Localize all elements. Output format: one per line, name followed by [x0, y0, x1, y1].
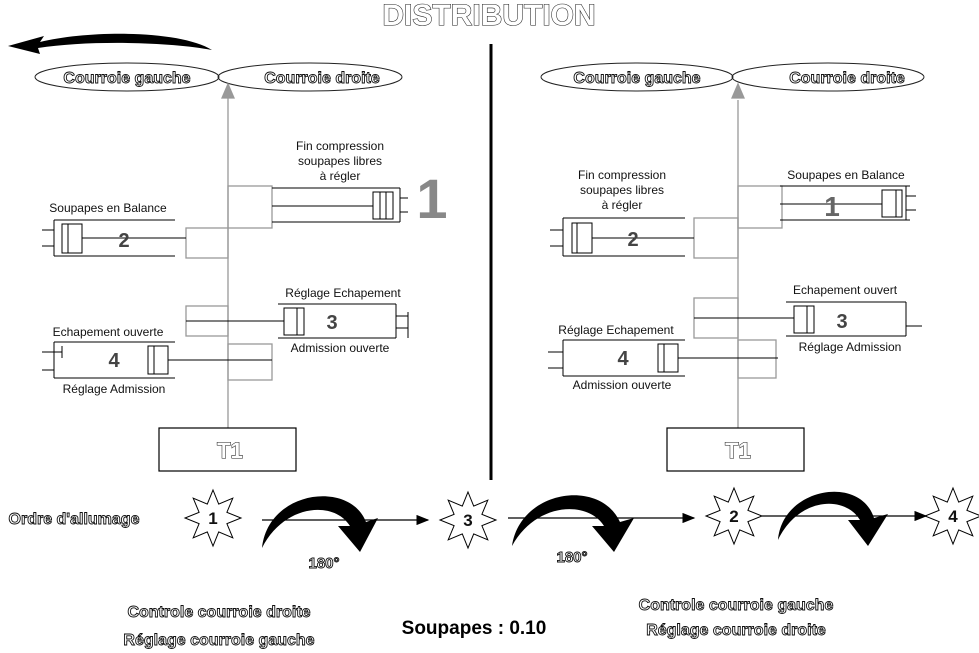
crankshaft-line	[185, 82, 273, 428]
cyl3-label-top: Réglage Echapement	[285, 286, 401, 300]
cyl3-number: 3	[326, 312, 337, 334]
cyl1-label-line2: soupapes libres	[298, 154, 382, 168]
firing-number-1: 1	[208, 509, 217, 528]
cyl4-number: 4	[108, 350, 120, 372]
note-left-2: Réglage courroie gauche	[123, 632, 314, 649]
belt-left-ellipse	[34, 62, 220, 92]
valve-clearance: Soupapes : 0.10	[402, 618, 547, 639]
cyl3-label-bottom: Admission ouverte	[291, 341, 390, 355]
rotation-arrow-icon	[262, 496, 378, 552]
crank-box	[666, 427, 805, 472]
belt-right-label: Courroie droite	[264, 70, 380, 87]
cyl4-label-top: Echapement ouverte	[53, 325, 164, 339]
note-right-1: Controle courroie gauche	[639, 597, 834, 614]
firing-number-3: 3	[463, 511, 472, 530]
cylinder-3	[186, 303, 409, 339]
rotation-arrow-icon	[778, 491, 888, 546]
cyl2-label-line1: Fin compression	[578, 168, 666, 182]
crank-label: T1	[725, 438, 751, 463]
cyl1-label-line3: à régler	[320, 169, 361, 183]
crank-label: T1	[217, 438, 243, 463]
rotation-label-1: 180°	[308, 555, 339, 572]
cyl1-number: 1	[824, 191, 840, 222]
cyl3-number: 3	[836, 311, 847, 333]
cyl2-label: Soupapes en Balance	[49, 201, 167, 215]
belt-left-label: Courroie gauche	[573, 70, 700, 87]
cylinder-2	[42, 219, 186, 257]
rotation-arrow-icon	[8, 33, 212, 54]
firing-sequence: 1 3 2 4	[183, 486, 979, 550]
rotation-label-2: 180°	[556, 549, 587, 566]
firing-order-label: Ordre d'allumage	[9, 511, 140, 528]
firing-star-2	[704, 486, 764, 546]
firing-star-1	[183, 488, 243, 548]
page-title: DISTRIBUTION	[382, 0, 595, 32]
cylinder-4	[42, 341, 272, 379]
cylinder-3	[694, 301, 922, 337]
crankshaft-line	[693, 82, 783, 428]
cyl1-label-line1: Fin compression	[296, 139, 384, 153]
cyl2-label-line3: à régler	[602, 198, 643, 212]
panel-left: Courroie gauche Courroie droite 1 Fin co…	[34, 62, 448, 472]
cyl3-label-bottom: Réglage Admission	[799, 340, 902, 354]
panel-right: Courroie gauche Courroie droite 1 Soupap…	[540, 62, 925, 472]
belt-left-label: Courroie gauche	[63, 70, 190, 87]
crank-box	[158, 427, 297, 472]
cyl2-label-line2: soupapes libres	[580, 183, 664, 197]
belt-left-ellipse	[540, 62, 734, 92]
cyl4-label-bottom: Réglage Admission	[63, 382, 166, 396]
note-left-1: Controle courroie droite	[127, 604, 310, 621]
cylinder-4	[548, 339, 778, 377]
cylinder-2	[550, 217, 694, 257]
firing-number-2: 2	[729, 507, 738, 526]
cyl2-number: 2	[627, 229, 638, 251]
cyl1-number: 1	[416, 167, 447, 230]
cyl2-number: 2	[118, 230, 129, 252]
belt-right-ellipse	[731, 62, 925, 92]
note-right-2: Réglage courroie droite	[646, 622, 826, 639]
cyl4-label-top: Réglage Echapement	[558, 323, 674, 337]
cyl3-label-top: Echapement ouvert	[793, 283, 898, 297]
firing-star-3	[438, 490, 498, 550]
firing-number-4: 4	[948, 507, 958, 526]
belt-right-label: Courroie droite	[789, 70, 905, 87]
cyl1-label: Soupapes en Balance	[787, 168, 905, 182]
cylinder-1	[780, 185, 916, 221]
firing-star-4	[923, 486, 979, 546]
rotation-arrow-icon	[512, 495, 634, 552]
cylinder-1	[272, 187, 408, 223]
cyl4-label-bottom: Admission ouverte	[573, 378, 672, 392]
cyl4-number: 4	[617, 348, 629, 370]
belt-right-ellipse	[217, 62, 403, 92]
